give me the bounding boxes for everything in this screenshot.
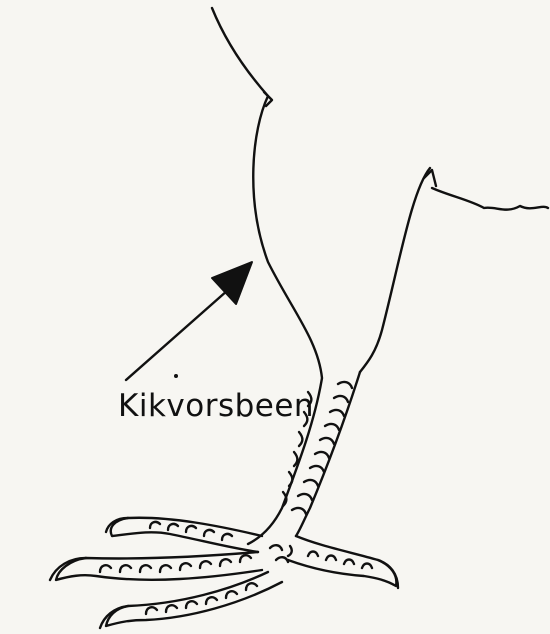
claw-right [378,560,398,588]
leg-back-outline [360,168,430,372]
toe-right-scales [308,552,372,569]
ink-dot [174,374,178,378]
claw-upper-left [106,518,128,532]
toe-upper-left [111,518,262,552]
kikvorsbeen-label: Kikvorsbeen [118,388,314,424]
feather-line [432,188,548,210]
toe-lower-left-scales [146,583,257,614]
arrow-shaft [126,290,228,380]
toe-middle-left [56,552,262,580]
